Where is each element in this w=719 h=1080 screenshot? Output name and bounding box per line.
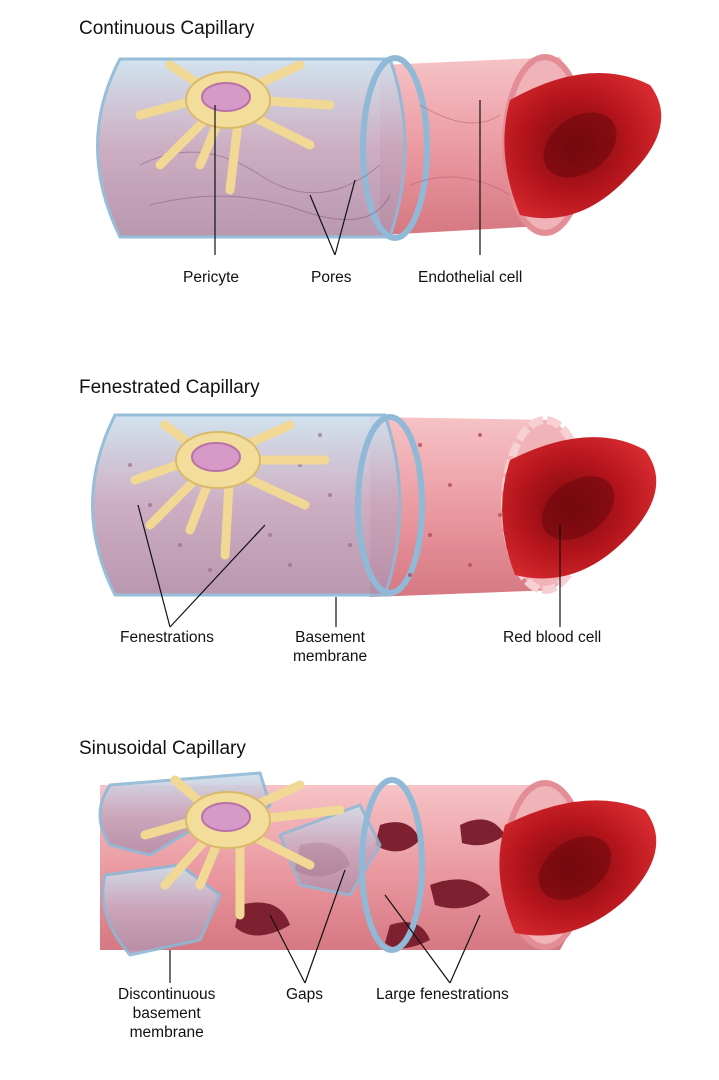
pericyte-cell: [135, 60, 335, 195]
continuous-capillary-illustration: [96, 54, 662, 255]
fenestration-pores: [128, 433, 352, 572]
sinusoidal-capillary-illustration: [98, 771, 657, 984]
pericyte-cell: [130, 420, 330, 560]
membrane-fragment: [101, 863, 222, 957]
continuous-capillary-title: Continuous Capillary: [79, 18, 255, 39]
fenestrated-capillary-illustration: [91, 413, 657, 628]
membrane-rim: [355, 414, 425, 596]
basement-membrane-label-line2: membrane: [293, 648, 368, 665]
pericyte-cell: [140, 775, 345, 920]
discontinuous-label-line3: membrane: [129, 1024, 204, 1041]
pericyte-label: Pericyte: [183, 269, 239, 286]
gaps-label: Gaps: [286, 986, 324, 1003]
discontinuous-label-line1: Discontinuous: [118, 986, 216, 1003]
basement-membrane-label: Basement membrane: [293, 628, 367, 666]
membrane-rim: [360, 55, 430, 241]
red-blood-cell-label: Red blood cell: [503, 629, 602, 646]
fenestrations-label: Fenestrations: [120, 629, 214, 646]
discontinuous-basement-membrane-label: Discontinuous basement membrane: [118, 985, 215, 1042]
sinusoidal-capillary-title: Sinusoidal Capillary: [79, 738, 246, 759]
large-fenestrations-label: Large fenestrations: [376, 986, 509, 1003]
membrane-rim: [359, 777, 425, 953]
basement-membrane-label-line1: Basement: [295, 629, 365, 646]
discontinuous-label-line2: basement: [132, 1005, 201, 1022]
pores-label: Pores: [311, 269, 352, 286]
fenestrated-capillary-title: Fenestrated Capillary: [79, 377, 260, 398]
endothelial-cell-label: Endothelial cell: [418, 269, 523, 286]
